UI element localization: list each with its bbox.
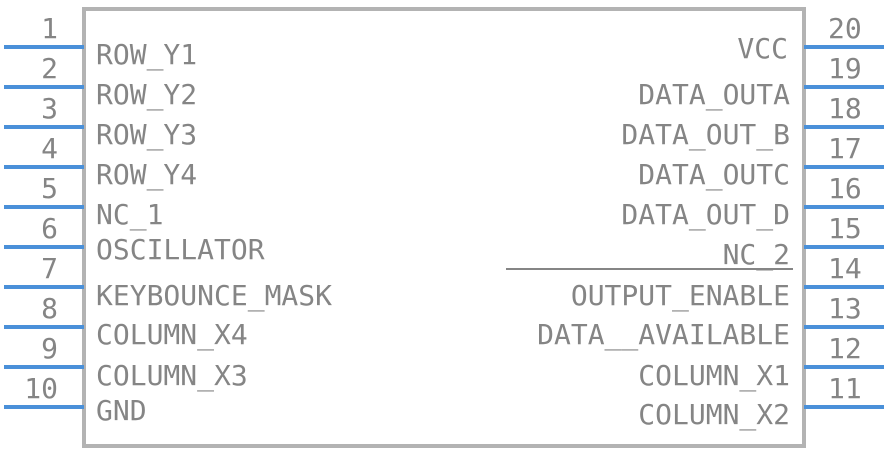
pin-label: NC_2 <box>723 238 790 272</box>
pin-label: COLUMN_X2 <box>638 398 790 432</box>
pin-number: 14 <box>828 252 862 285</box>
pin-number: 3 <box>41 92 58 125</box>
pin-label: KEYBOUNCE_MASK <box>96 279 332 313</box>
pin-label: ROW_Y1 <box>96 38 197 72</box>
pin-number: 6 <box>41 212 58 245</box>
pin-number: 10 <box>24 372 58 405</box>
pin-label: NC_1 <box>96 198 163 232</box>
left-pin-lines <box>4 45 84 409</box>
pin-number: 2 <box>41 52 58 85</box>
pin-number: 18 <box>828 92 862 125</box>
pin-number: 7 <box>41 252 58 285</box>
pin-label: ROW_Y2 <box>96 78 197 112</box>
pin-label: COLUMN_X4 <box>96 318 248 352</box>
pin-number: 17 <box>828 132 862 165</box>
pin-label: DATA__AVAILABLE <box>537 318 790 352</box>
right-pin-lines <box>804 45 884 409</box>
pin-label: OSCILLATOR <box>96 233 265 266</box>
pin-label: DATA_OUTA <box>638 78 790 112</box>
pin-number: 8 <box>41 292 58 325</box>
pin-number: 13 <box>828 292 862 325</box>
pin-label-vcc: VCC <box>737 32 788 65</box>
pin-label: DATA_OUTC <box>638 158 790 192</box>
pin-number: 19 <box>828 52 862 85</box>
right-pin-numbers: 20 19 18 17 16 15 14 13 12 11 <box>828 12 862 405</box>
pin-number: 11 <box>828 372 862 405</box>
pin-number: 9 <box>41 332 58 365</box>
pin-label: ROW_Y3 <box>96 118 197 152</box>
pin-label: COLUMN_X1 <box>638 359 790 393</box>
left-pin-labels: ROW_Y1 ROW_Y2 ROW_Y3 ROW_Y4 NC_1 OSCILLA… <box>96 38 332 427</box>
pin-number: 4 <box>41 132 58 165</box>
chip-body <box>82 7 806 448</box>
pin-label-gnd: GND <box>96 394 147 427</box>
pin-number: 5 <box>41 172 58 205</box>
pin-label: COLUMN_X3 <box>96 359 248 393</box>
pin-label: OUTPUT_ENABLE <box>571 279 790 313</box>
pin-number: 12 <box>828 332 862 365</box>
pin-number: 20 <box>828 12 862 45</box>
pin-number: 15 <box>828 212 862 245</box>
pin-label: DATA_OUT_B <box>621 118 790 152</box>
left-pin-numbers: 1 2 3 4 5 6 7 8 9 10 <box>24 12 58 405</box>
pin-label: ROW_Y4 <box>96 158 197 192</box>
pin-number: 1 <box>41 12 58 45</box>
right-pin-labels: VCC DATA_OUTA DATA_OUT_B DATA_OUTC DATA_… <box>537 32 790 432</box>
pin-label: DATA_OUT_D <box>621 198 790 232</box>
pin-number: 16 <box>828 172 862 205</box>
